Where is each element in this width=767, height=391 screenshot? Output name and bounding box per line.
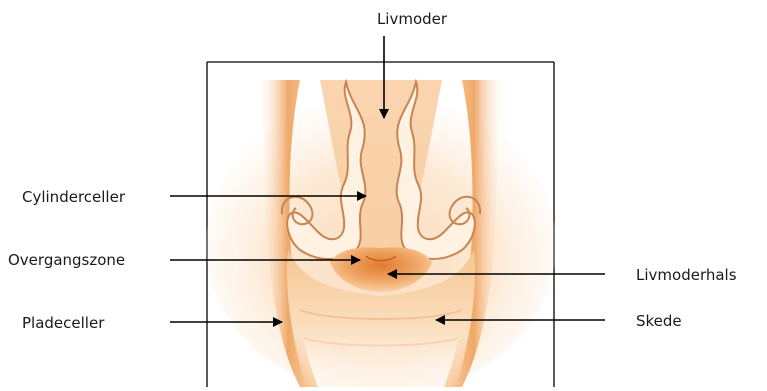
cervix-illustration (206, 80, 556, 387)
label-cervix: Livmoderhals (636, 266, 737, 284)
label-squamous-cells: Pladeceller (22, 314, 105, 332)
label-uterus: Livmoder (377, 10, 448, 28)
label-transformation-zone: Overgangszone (8, 251, 125, 269)
label-vagina: Skede (636, 312, 682, 330)
label-columnar-cells: Cylinderceller (22, 188, 126, 206)
